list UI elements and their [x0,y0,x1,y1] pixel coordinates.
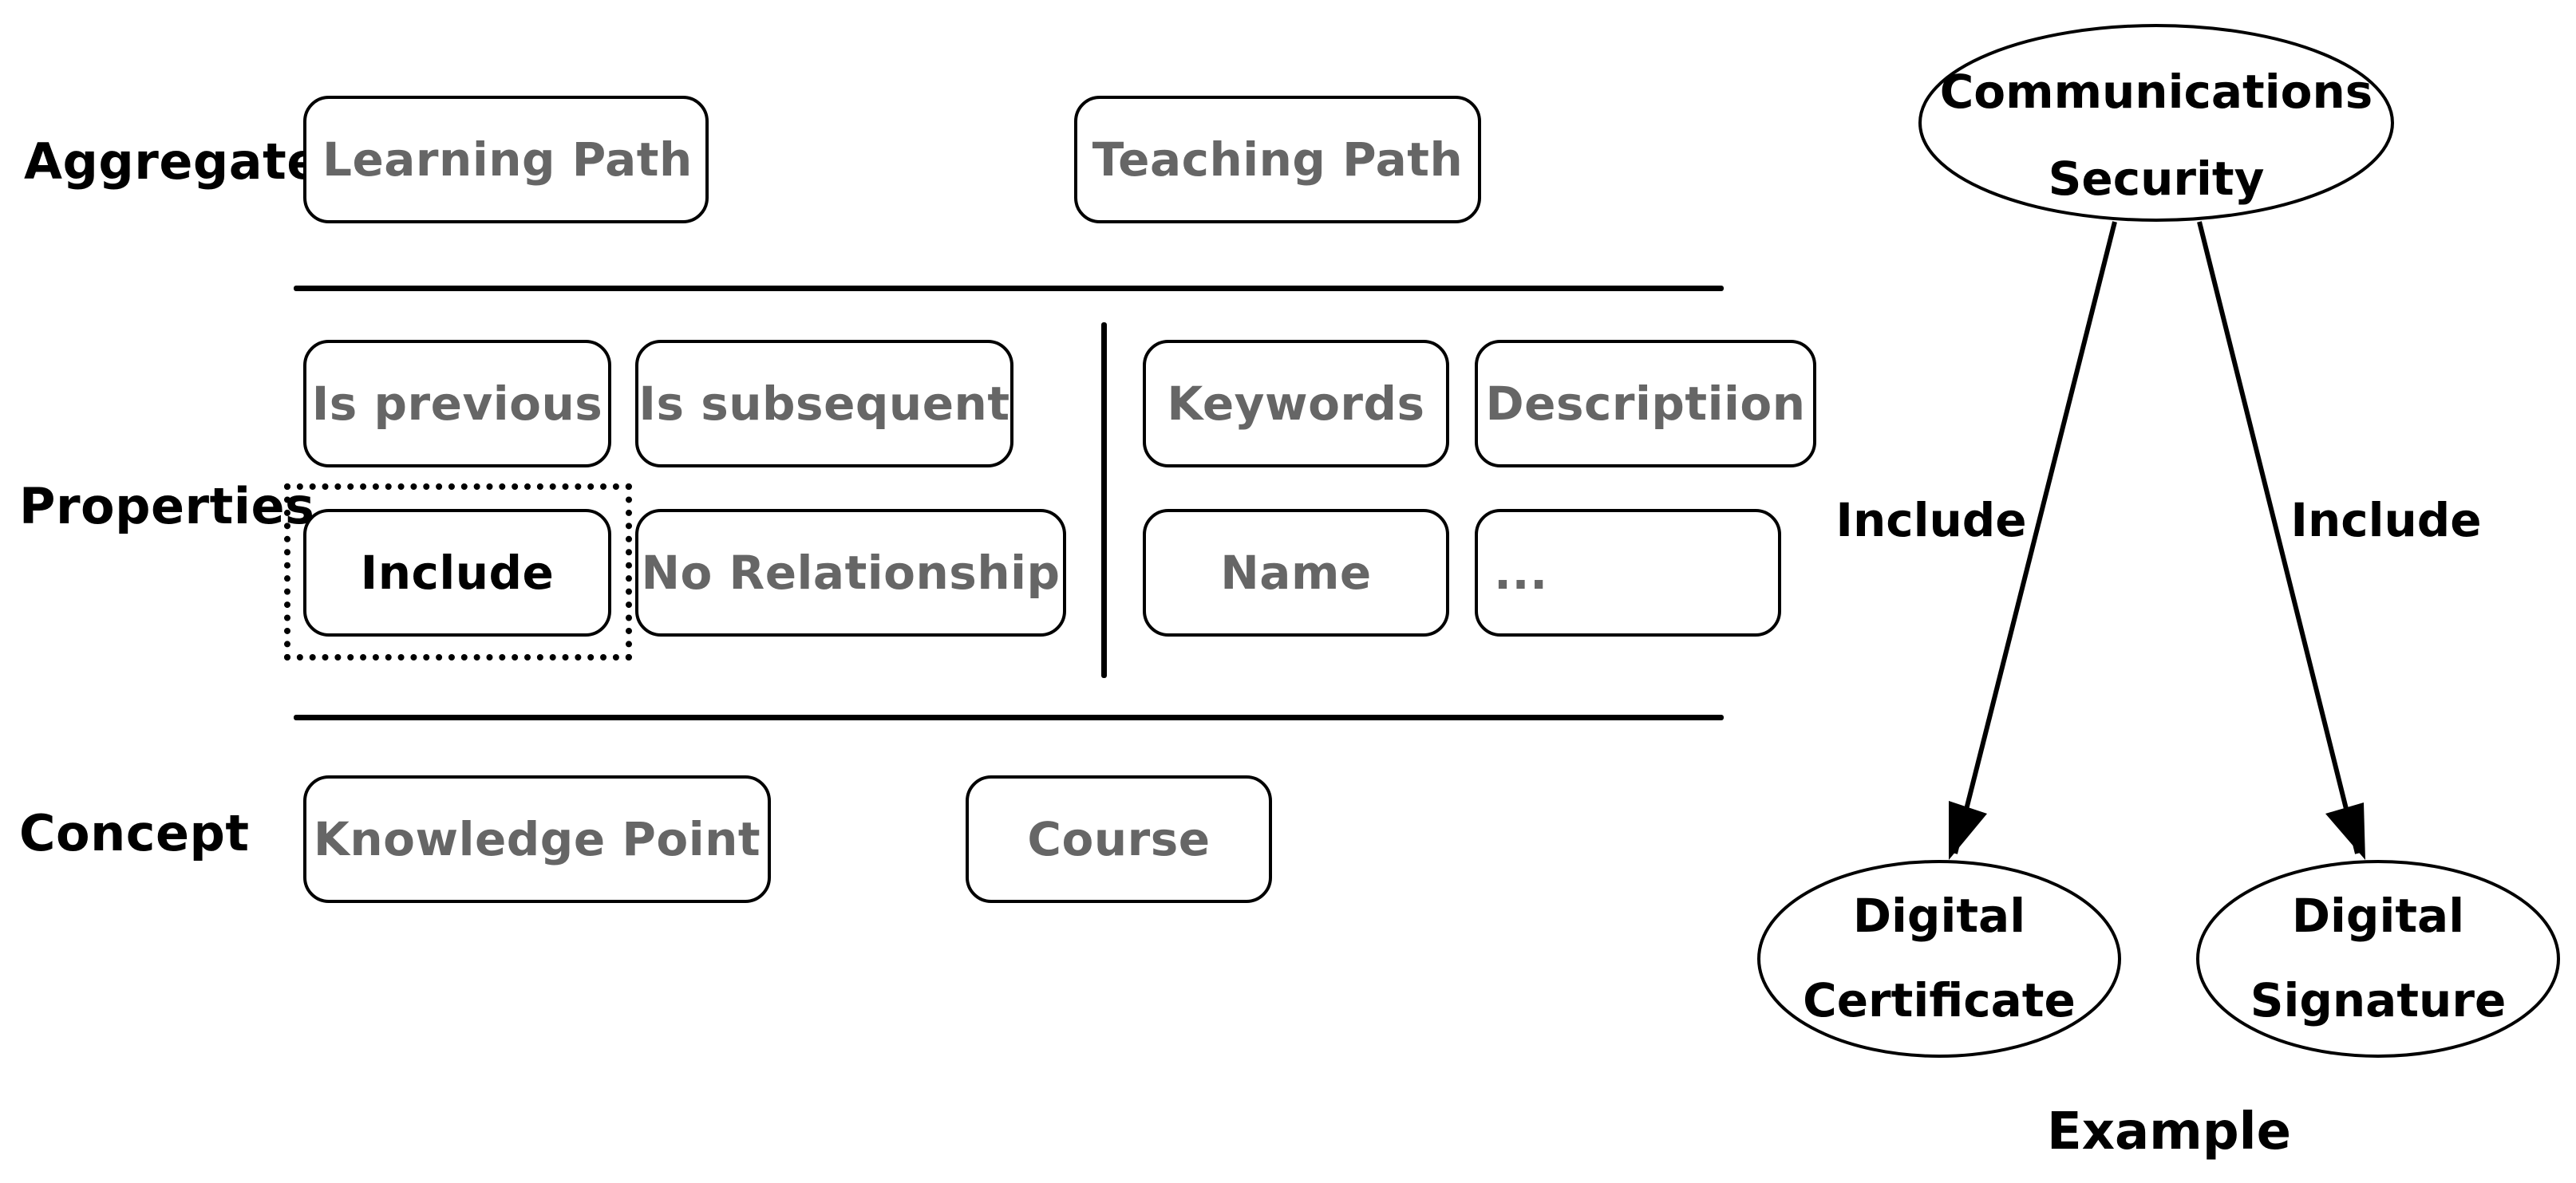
ellipsis-box: ... [1475,509,1781,637]
edge-to-signature [2197,221,2360,854]
concept-label: Concept [19,804,250,862]
include-selection-frame [284,483,632,661]
bottom-separator [294,715,1724,720]
keywords-box: Keywords [1143,340,1449,467]
certificate-node-line2: Certificate [1803,973,2076,1027]
teaching-path-box: Teaching Path [1074,96,1481,223]
arrowhead-certificate [1949,801,1987,860]
course-box: Course [966,775,1272,903]
include-box: Include [303,509,611,637]
top-separator [294,286,1724,291]
root-node-line1: Communications [1940,65,2373,119]
description-box: Descriptiion [1475,340,1816,467]
certificate-node-line1: Digital [1853,889,2025,943]
is-subsequent-box: Is subsequent [635,340,1013,467]
knowledge-point-box: Knowledge Point [303,775,771,903]
is-previous-box: Is previous [303,340,611,467]
aggregate-label: Aggregate [24,132,321,191]
name-box: Name [1143,509,1449,637]
certificate-node [1757,860,2121,1058]
properties-divider [1101,322,1107,678]
edge-label-signature: Include [2290,493,2481,547]
example-caption: Example [2047,1102,2291,1161]
edge-to-certificate [1953,221,2117,854]
edge-label-certificate: Include [1835,493,2026,547]
root-node [1918,24,2394,222]
root-node-line2: Security [2049,152,2265,206]
no-relationship-box: No Relationship [635,509,1066,637]
signature-node-line1: Digital [2292,889,2464,943]
learning-path-box: Learning Path [303,96,709,223]
properties-label: Properties [19,477,315,535]
arrowhead-signature [2325,802,2365,860]
signature-node-line2: Signature [2250,973,2507,1027]
signature-node [2196,860,2560,1058]
